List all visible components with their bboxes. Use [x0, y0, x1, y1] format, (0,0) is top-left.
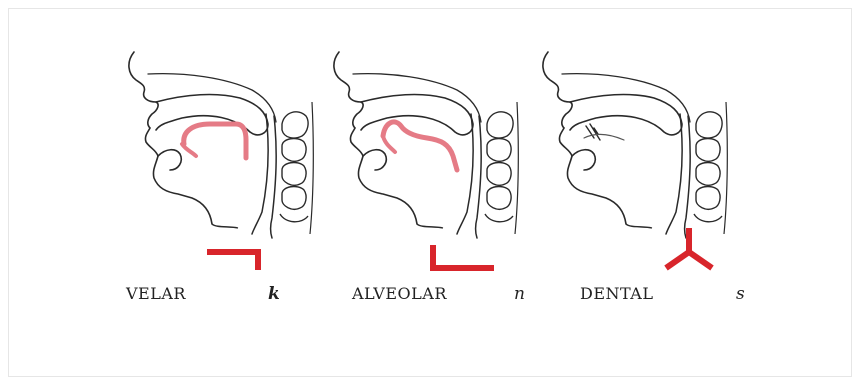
dental-tongue-contact: [586, 124, 600, 140]
dental-glyph-icon: [666, 228, 712, 268]
alveolar-symbol: n: [514, 284, 525, 304]
alveolar-tongue-highlight: [383, 122, 457, 170]
alveolar-glyph-icon: [433, 245, 494, 268]
dental-label: DENTAL: [580, 284, 653, 304]
dental-symbol: s: [736, 284, 745, 304]
velar-label: VELAR: [126, 284, 186, 304]
velar-glyph-icon: [207, 252, 258, 270]
velar-symbol: k: [268, 284, 280, 304]
dental-head-diagram: [543, 52, 727, 238]
velar-head-diagram: [129, 52, 313, 238]
alveolar-label: ALVEOLAR: [352, 284, 447, 304]
alveolar-head-diagram: [334, 52, 518, 238]
